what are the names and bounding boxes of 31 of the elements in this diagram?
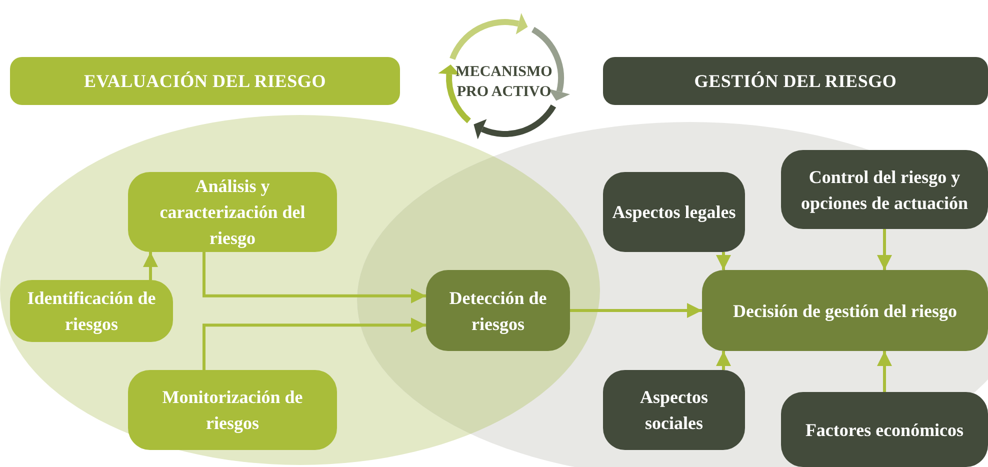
section-header-band — [603, 57, 988, 105]
arrow — [202, 252, 426, 304]
box-text: Aspectos sociales — [639, 386, 709, 435]
box-text: Aspectos legales — [612, 201, 736, 224]
arrow — [570, 303, 702, 318]
process-box — [702, 270, 988, 351]
arrow — [716, 252, 731, 270]
arrow — [877, 229, 892, 270]
process-box — [603, 370, 745, 450]
box-text: Monitorización de riesgos — [161, 386, 304, 435]
arrow — [143, 252, 158, 280]
process-box — [426, 270, 570, 351]
arrow — [716, 351, 731, 370]
box-text: Control del riesgo y opciones de actuación — [800, 166, 969, 215]
cycle-label: MECANISMO PRO ACTIVO — [454, 63, 554, 102]
header-text: GESTIÓN DEL RIESGO — [694, 70, 897, 93]
process-box — [128, 370, 337, 450]
box-text: Decisión de gestión del riesgo — [733, 300, 957, 323]
box-text: Detección de riesgos — [448, 286, 548, 336]
box-text: Identificación de riesgos — [26, 287, 157, 336]
arrow — [877, 351, 892, 392]
arrow — [202, 318, 426, 370]
process-box — [603, 172, 745, 252]
process-box — [128, 172, 337, 252]
header-text: EVALUACIÓN DEL RIESGO — [84, 70, 326, 93]
box-text: Análisis y caracterización del riesgo — [158, 175, 306, 250]
process-box — [781, 392, 988, 467]
process-box — [781, 150, 988, 229]
process-box — [10, 280, 173, 342]
section-header-band — [10, 57, 400, 105]
box-text: Factores económicos — [805, 418, 964, 442]
